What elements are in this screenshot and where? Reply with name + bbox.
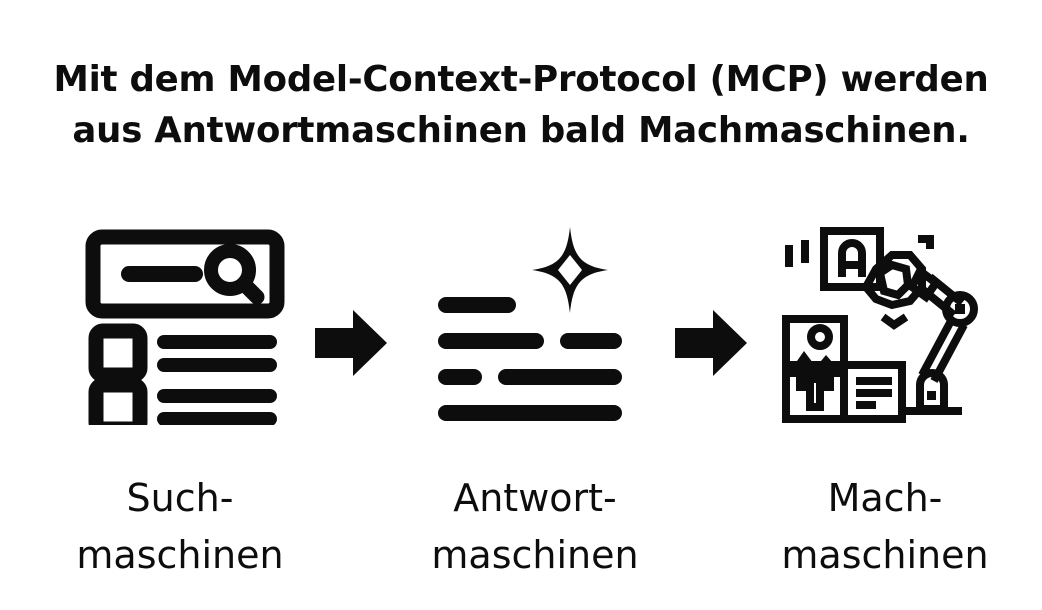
arrow-right-icon-2: [675, 310, 747, 376]
search-results-page-icon: [85, 225, 285, 425]
headline-line-1: Mit dem Model-Context-Protocol (MCP) wer…: [53, 59, 989, 100]
flow-stage-answer-engines: [385, 225, 675, 435]
robot-arm-blocks-icon: [780, 225, 980, 425]
caption-search-engines: Such- maschinen: [30, 470, 330, 584]
caption-search-engines-line-1: Such-: [126, 476, 234, 520]
flow-stage-action-engines: [735, 225, 1025, 435]
caption-action-engines-line-1: Mach-: [827, 476, 943, 520]
flow-stage-search-engines: [40, 225, 330, 435]
caption-answer-engines-line-2: maschinen: [431, 533, 639, 577]
caption-search-engines-line-2: maschinen: [76, 533, 284, 577]
caption-action-engines-line-2: maschinen: [781, 533, 989, 577]
caption-answer-engines-line-1: Antwort-: [453, 476, 617, 520]
ai-sparkle-text-icon: [430, 225, 630, 425]
caption-action-engines: Mach- maschinen: [735, 470, 1035, 584]
caption-answer-engines: Antwort- maschinen: [385, 470, 685, 584]
flow-diagram: [0, 225, 1042, 455]
page-title: Mit dem Model-Context-Protocol (MCP) wer…: [0, 54, 1042, 156]
arrow-right-icon-1: [315, 310, 387, 376]
headline-line-2: aus Antwortmaschinen bald Machmaschinen.: [72, 110, 970, 151]
